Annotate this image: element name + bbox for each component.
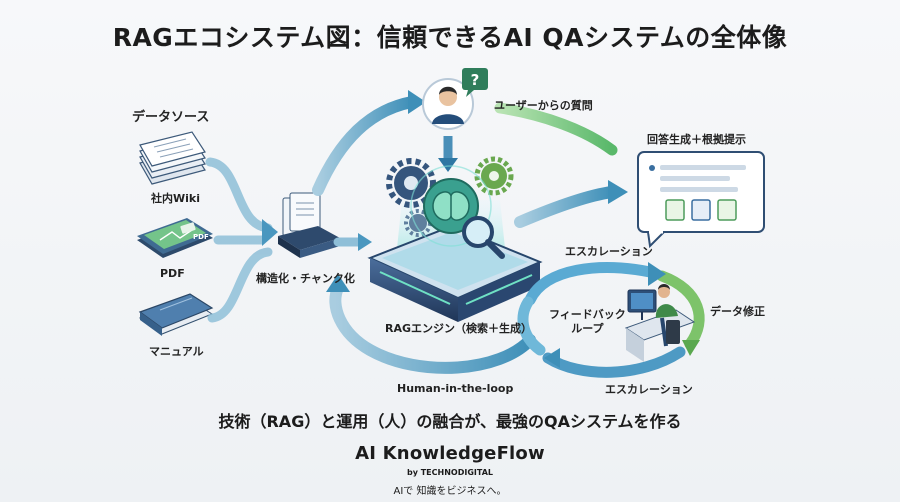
source-arrow-head bbox=[262, 219, 278, 246]
chunking-label: 構造化・チャンク化 bbox=[256, 272, 355, 285]
wiki-documents-icon bbox=[139, 131, 206, 185]
source-label-pdf: PDF bbox=[160, 267, 185, 280]
human-in-loop-arc bbox=[329, 282, 536, 374]
gear-icon bbox=[474, 156, 514, 196]
source-arrows bbox=[205, 157, 273, 323]
manual-book-icon bbox=[138, 293, 214, 336]
brand-name: AI KnowledgeFlow bbox=[355, 443, 545, 464]
brain-icon bbox=[410, 165, 492, 247]
answer-chat-window bbox=[637, 151, 765, 249]
operator-at-desk-icon bbox=[624, 284, 696, 362]
arc-to-user bbox=[312, 96, 418, 196]
feedback-loop-label: フィードバック ループ bbox=[549, 308, 626, 335]
source-label-manual: マニュアル bbox=[149, 345, 204, 358]
brand-motto: AIで 知識をビジネスへ。 bbox=[393, 486, 507, 497]
arc-user-to-answer bbox=[494, 102, 618, 156]
page-title: RAGエコシステム図：信頼できるAI QAシステムの全体像 bbox=[112, 23, 788, 52]
human-in-loop-label: Human-in-the-loop bbox=[397, 382, 514, 395]
answer-label: 回答生成＋根拠提示 bbox=[647, 133, 746, 146]
data-fix-label: データ修正 bbox=[710, 305, 765, 318]
feedback-loop-ring bbox=[517, 262, 705, 378]
user-question-label: ユーザーからの質問 bbox=[494, 99, 593, 112]
engine-to-answer-arrow bbox=[514, 186, 618, 228]
chunking-docs-icon bbox=[278, 192, 340, 258]
gear-icon bbox=[386, 158, 436, 208]
engine-label: RAGエンジン（検索＋生成） bbox=[385, 322, 533, 335]
question-bubble-icon: ? bbox=[462, 68, 488, 97]
escalation-top-label: エスカレーション bbox=[565, 245, 653, 258]
pdf-tablet-icon bbox=[137, 218, 213, 258]
user-avatar-icon bbox=[422, 78, 474, 130]
escalation-bottom-label: エスカレーション bbox=[605, 383, 693, 396]
tagline: 技術（RAG）と運用（人）の融合が、最強のQAシステムを作る bbox=[218, 412, 682, 431]
pdf-badge-label: PDF bbox=[193, 233, 209, 241]
data-sources-heading: データソース bbox=[132, 110, 210, 125]
svg-text:?: ? bbox=[471, 71, 480, 89]
brand-byline: by TECHNODIGITAL bbox=[407, 468, 493, 477]
magnifier-icon bbox=[462, 216, 505, 259]
source-label-wiki: 社内Wiki bbox=[151, 192, 200, 205]
